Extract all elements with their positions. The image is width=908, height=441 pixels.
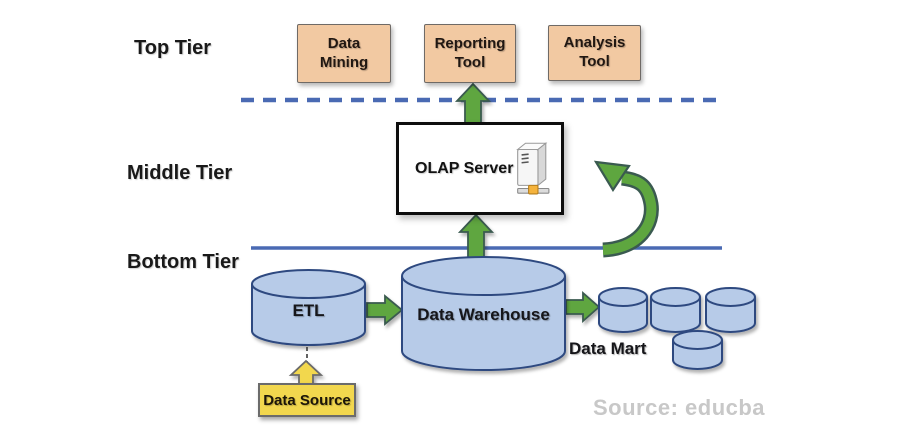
arrow-warehouse-to-olap — [457, 213, 495, 259]
tier-label-bottom: Bottom Tier — [127, 251, 239, 273]
box-data-mining: Data Mining — [297, 24, 391, 83]
data-mart-cylinder-1 — [598, 287, 648, 333]
data-mart-cylinder-4 — [672, 330, 723, 370]
source-credit: Source: educba — [593, 395, 766, 420]
box-olap-server: OLAP Server — [396, 122, 564, 215]
data-mart-label: Data Mart — [569, 339, 647, 358]
tier-label-top: Top Tier — [134, 37, 212, 59]
curved-feedback-arrow — [593, 160, 659, 258]
reporting-tool-label: Reporting Tool — [434, 34, 506, 71]
tier-label-middle: Middle Tier — [127, 162, 233, 184]
data-source-label: Data Source — [263, 391, 351, 409]
etl-label: ETL — [292, 301, 325, 320]
arrow-warehouse-to-datamart — [565, 291, 601, 323]
box-data-source: Data Source — [258, 383, 356, 417]
arrow-olap-to-reporting — [454, 82, 492, 124]
arrow-etl-to-warehouse — [366, 294, 404, 326]
box-analysis-tool: Analysis Tool — [548, 25, 641, 81]
box-reporting-tool: Reporting Tool — [424, 24, 516, 83]
curved-arrow-body — [602, 173, 657, 255]
olap-server-label: OLAP Server — [415, 159, 514, 177]
data-mining-label: Data Mining — [319, 34, 369, 71]
data-mart-cylinder-2 — [650, 287, 701, 333]
etl-cylinder — [251, 269, 366, 346]
curved-arrow-head — [593, 160, 631, 193]
data-mart-cylinder-3 — [705, 287, 756, 333]
warehouse-cylinder — [401, 256, 566, 371]
server-tower-icon — [516, 141, 550, 195]
warehouse-label: Data Warehouse — [417, 305, 550, 324]
analysis-tool-label: Analysis Tool — [563, 34, 626, 70]
arrow-source-to-etl — [288, 359, 324, 386]
